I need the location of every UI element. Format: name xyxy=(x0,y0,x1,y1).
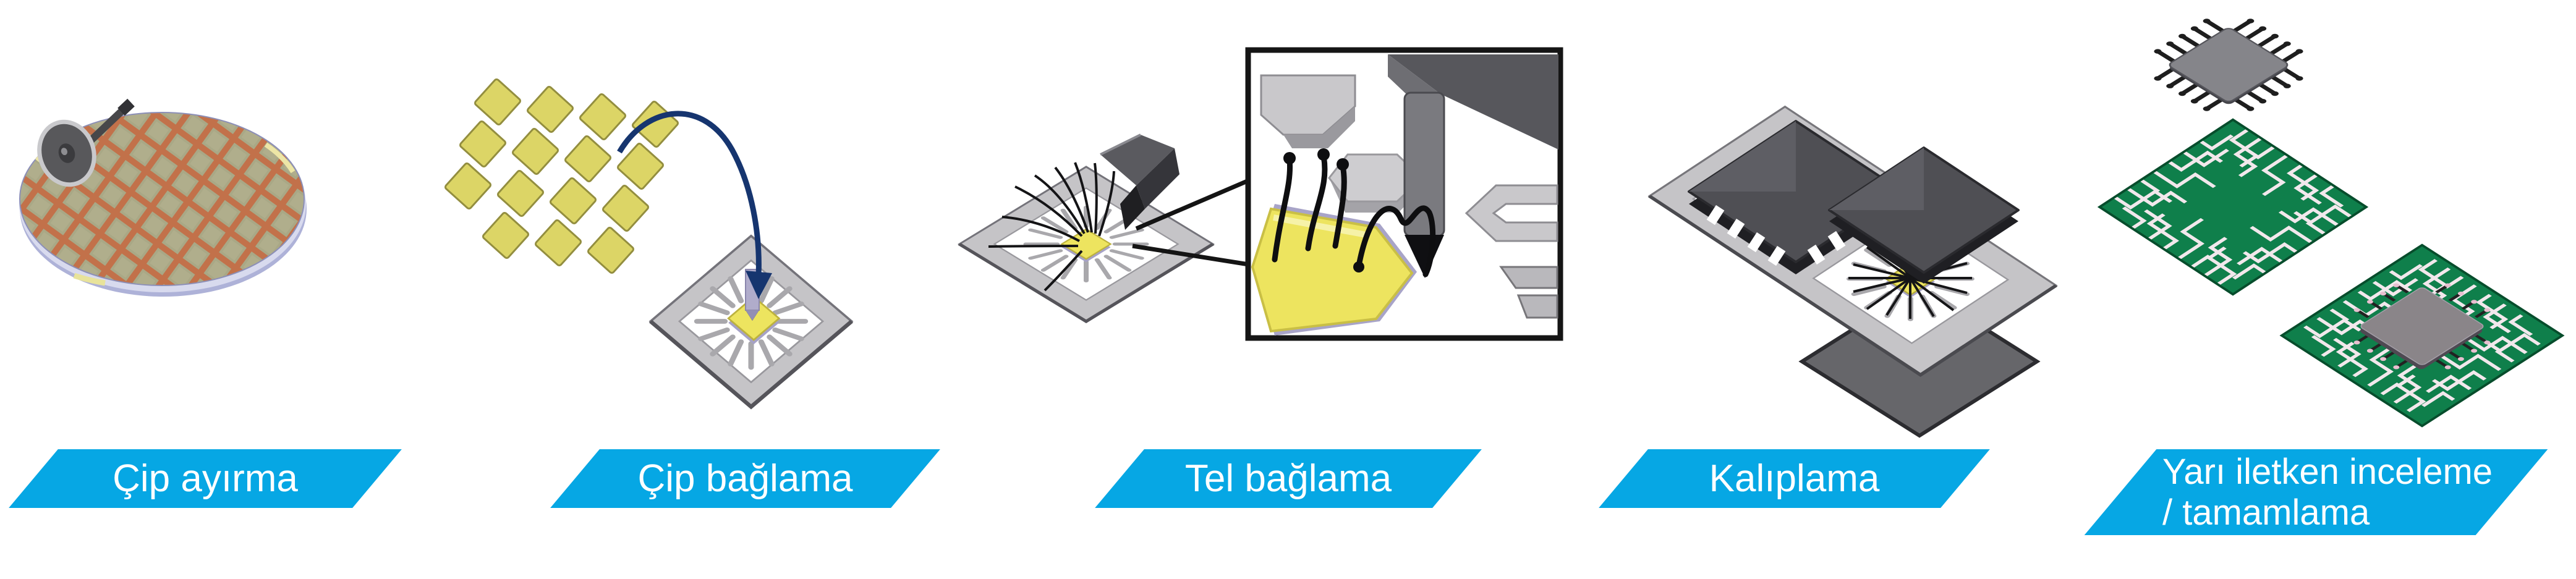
bonded-die xyxy=(1060,228,1112,260)
pcb-board-bare xyxy=(2097,118,2369,296)
lead-finger xyxy=(1464,184,1558,242)
inspection-illustration xyxy=(2097,4,2565,428)
molding-illustration xyxy=(1647,105,2058,438)
bond-wires xyxy=(988,162,1115,292)
qfp-chip-icon xyxy=(2131,4,2327,125)
diced-chips xyxy=(444,78,679,274)
step-label-molding: Kalıplama xyxy=(1709,457,1880,500)
callout-lines xyxy=(1132,178,1250,267)
step-label-wire-bonding: Tel bağlama xyxy=(1184,457,1392,500)
lead-stub xyxy=(1516,294,1558,319)
die-detail xyxy=(1251,204,1417,336)
mounted-chip xyxy=(2327,266,2517,386)
molded-package xyxy=(1688,120,1904,274)
wafer-dicing-illustration xyxy=(19,98,307,297)
lead-stub xyxy=(1499,266,1558,289)
mini-lead-frame xyxy=(958,166,1215,324)
dicing-saw-icon xyxy=(37,98,135,187)
step-label-inspection-line1: Yarı iletken inceleme xyxy=(2162,452,2493,492)
transfer-arrow-icon xyxy=(617,111,772,299)
bonding-tool-icon xyxy=(1100,133,1180,230)
lead-finger-side xyxy=(1329,178,1422,213)
wafer-glint-right xyxy=(264,142,295,174)
detail-wires xyxy=(1272,153,1436,277)
die-attach-illustration xyxy=(444,78,854,410)
step-label-die-bonding: Çip bağlama xyxy=(637,457,853,500)
floating-package xyxy=(1828,146,2020,284)
wafer-glint-bottom xyxy=(73,273,106,286)
wire-bond-illustration xyxy=(958,47,1563,341)
lead-finger-side xyxy=(1283,106,1355,148)
lead-frame xyxy=(648,234,854,410)
step-label-inspection-finish: Yarı iletken inceleme / tamamlama xyxy=(2162,449,2558,535)
step-label-chip-separation: Çip ayırma xyxy=(113,457,298,500)
step-label-inspection-line2: / tamamlama xyxy=(2162,492,2370,533)
wire-bond-detail-box xyxy=(1245,47,1563,341)
